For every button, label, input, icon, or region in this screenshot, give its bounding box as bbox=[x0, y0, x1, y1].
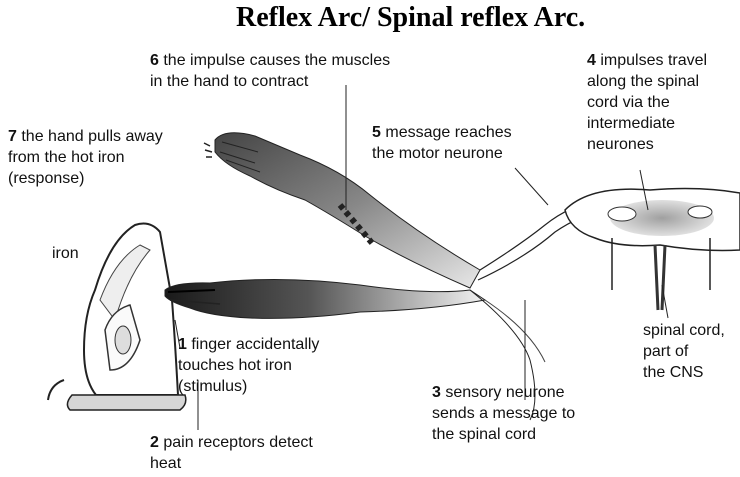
label-step-1: 1 finger accidentally touches hot iron (… bbox=[178, 334, 319, 397]
label-step-2: 2 pain receptors detect heat bbox=[150, 432, 313, 474]
label-step-6: 6 the impulse causes the muscles in the … bbox=[150, 50, 390, 92]
label-spinal-cord: spinal cord, part of the CNS bbox=[643, 320, 725, 383]
label-iron: iron bbox=[52, 243, 79, 264]
spinal-cord-illustration bbox=[565, 189, 740, 310]
label-step-5: 5 message reaches the motor neurone bbox=[372, 122, 512, 164]
label-step-3: 3 sensory neurone sends a message to the… bbox=[432, 382, 575, 445]
label-step-4: 4 impulses travel along the spinal cord … bbox=[587, 50, 707, 155]
label-step-7: 7 the hand pulls away from the hot iron … bbox=[8, 126, 163, 189]
